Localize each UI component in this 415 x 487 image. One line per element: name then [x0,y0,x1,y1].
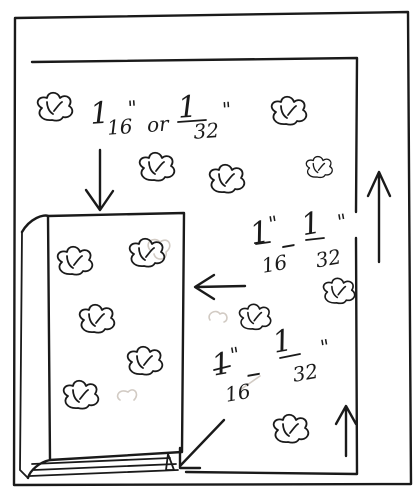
svg-text:or: or [146,111,171,137]
leaf-icon [140,153,175,181]
open-book-sketch [20,213,184,478]
arrow-down-icon [86,150,113,210]
spacing-label-right: 1 16 " – 1 32 " [247,199,355,283]
svg-text:": " [318,334,331,359]
book-page [28,216,50,478]
leaf-icon [38,93,73,121]
leaf-icon [240,304,271,329]
leaf-icon [80,305,115,333]
show-through-marks [118,240,260,400]
fraction-bars [178,120,324,370]
leaf-icon [272,97,307,125]
spacing-label-top: 1 16 " or 1 32 " [89,87,234,151]
leaf-icon [130,239,165,267]
book-clip [166,454,174,470]
svg-text:": " [335,209,348,234]
arrow-down-left-icon [180,420,224,468]
svg-text:32: 32 [314,244,343,272]
svg-text:32: 32 [193,118,220,144]
leaf-icon [274,415,309,443]
leaf-icon [210,165,245,193]
leaf-icon [64,381,99,409]
book-cover [22,213,184,460]
arrow-group [86,150,390,468]
book-spine [20,232,28,478]
arrow-up-icon [368,172,390,262]
svg-text:": " [127,96,138,121]
leaf-icon [306,157,332,178]
arrow-left-icon [195,275,245,299]
leaf-icon-group [38,93,355,443]
leaf-icon [128,347,163,375]
svg-text:32: 32 [291,359,320,387]
leaf-icon [324,278,355,303]
arrow-up-icon [336,406,356,456]
spacing-label-bottom: 1 16 " – 1 32 " [207,317,337,409]
leaf-icon [58,247,93,275]
svg-text:": " [221,97,232,122]
